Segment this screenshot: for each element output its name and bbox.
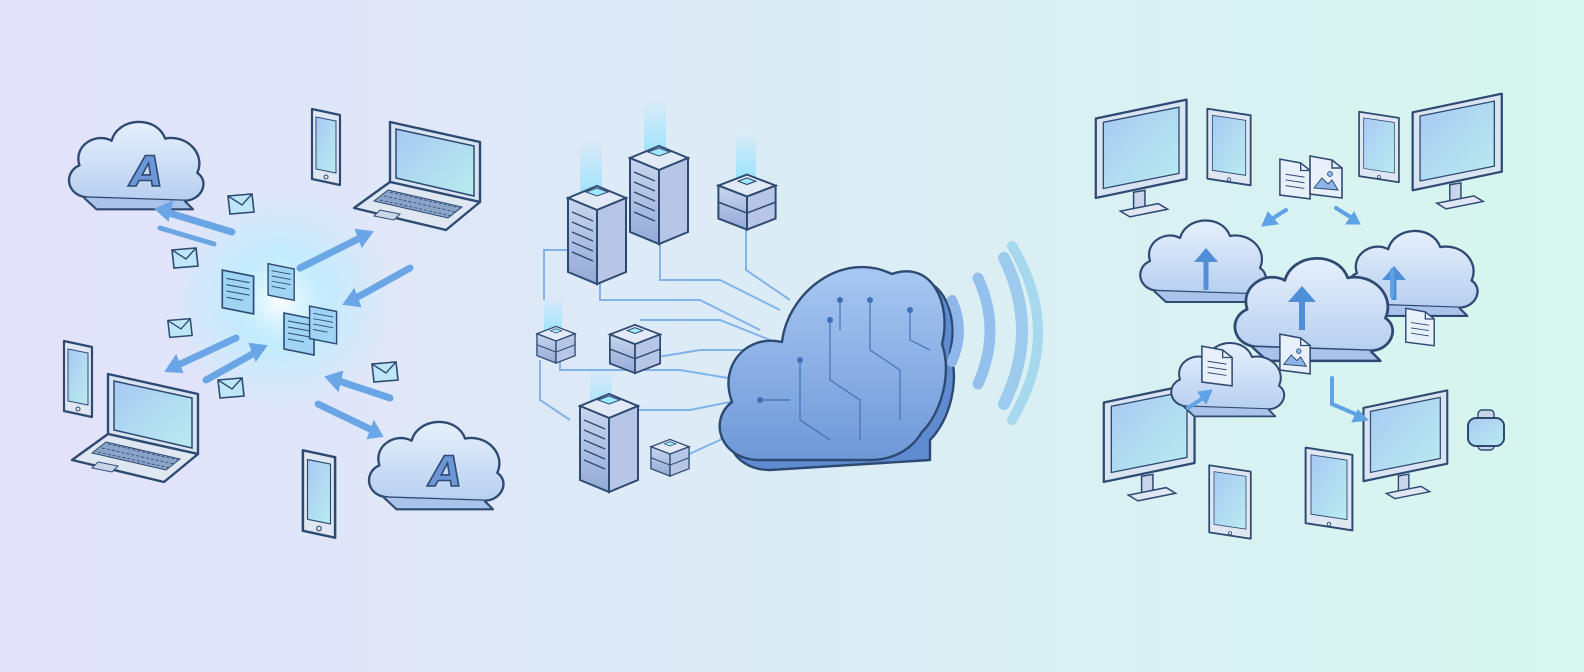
image-file-icon: [1309, 155, 1343, 199]
server-rack-icon: [629, 145, 689, 245]
email-icon: [371, 361, 399, 383]
cloud-upload-icon: [1233, 256, 1395, 363]
arrow-icon: [202, 342, 268, 384]
storage-stack-icon: [608, 323, 662, 375]
arrow-icon: [296, 228, 374, 272]
arrow-icon: [314, 400, 384, 440]
arrow-icon: [342, 264, 414, 308]
left-panel: A A: [62, 107, 505, 540]
email-icon: [227, 193, 255, 215]
storage-stack-icon: [536, 325, 576, 364]
circuit-cloud-icon: [718, 265, 956, 472]
server-rack-icon: [579, 393, 639, 493]
arrow-icon: [164, 334, 240, 374]
arrow-icon: [154, 200, 236, 236]
smartphone-icon: [310, 107, 342, 187]
email-icon: [167, 317, 193, 339]
tablet-icon: [1206, 107, 1252, 187]
cloud-logo-letter: A: [427, 447, 463, 496]
transfer-arrows: [154, 200, 414, 440]
server-rack-icon: [567, 185, 627, 285]
arrow-icon: [157, 225, 217, 247]
arrow-icon: [324, 370, 394, 402]
cloud-logo-letter: A: [128, 147, 164, 196]
email-icon: [217, 377, 245, 399]
smartphone-icon: [62, 339, 94, 419]
tablet-icon: [1208, 464, 1252, 540]
smartphone-icon: [301, 448, 337, 540]
cloud-a-icon: A: [67, 120, 205, 211]
sync-arrows: [1186, 206, 1394, 423]
cloud-upload-icon: [1138, 219, 1268, 304]
smartwatch-icon: [1467, 409, 1505, 451]
right-panel: [1094, 92, 1505, 540]
document-icon: [267, 263, 295, 301]
monitor-icon: [1411, 92, 1503, 210]
monitor-icon: [1094, 98, 1188, 219]
monitor-icon: [1362, 389, 1449, 500]
email-icon: [171, 247, 199, 269]
cloud-a-icon: A: [367, 420, 505, 511]
document-icon: [1279, 158, 1311, 200]
storage-stack-icon: [650, 438, 690, 477]
center-panel: [536, 100, 1043, 493]
tablet-icon: [1304, 446, 1354, 532]
storage-stack-icon: [717, 173, 777, 231]
laptop-icon: [352, 120, 482, 232]
tablet-icon: [1358, 110, 1400, 184]
wifi-signal-icon: [947, 241, 1043, 425]
sync-glow: [170, 190, 390, 410]
data-beams: [544, 100, 756, 418]
document-icon: [308, 305, 338, 345]
document-icon: [221, 269, 255, 315]
